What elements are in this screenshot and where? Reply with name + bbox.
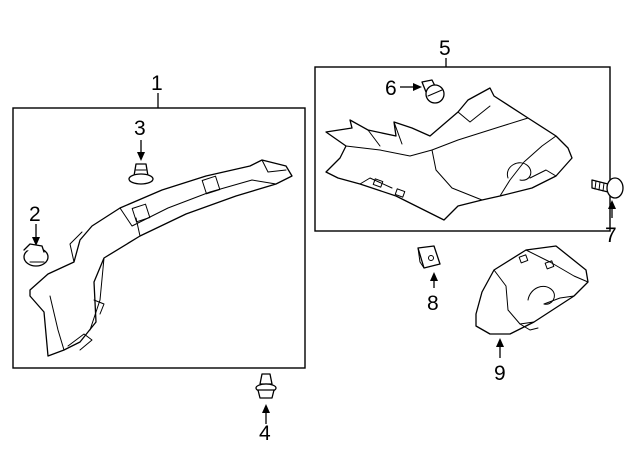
trim-panel-part-1[interactable] bbox=[29, 159, 293, 357]
callout-5[interactable]: 5 bbox=[439, 37, 451, 60]
trim-panel-part-5[interactable] bbox=[325, 87, 573, 221]
callout-3[interactable]: 3 bbox=[134, 117, 146, 140]
callout-6[interactable]: 6 bbox=[385, 77, 397, 100]
callout-7[interactable]: 7 bbox=[605, 224, 617, 247]
group-frame-1 bbox=[12, 93, 306, 369]
callout-2[interactable]: 2 bbox=[29, 203, 41, 226]
push-clip-part-2[interactable] bbox=[23, 224, 49, 267]
nut-clip-part-8[interactable] bbox=[417, 245, 441, 288]
bracket-part-9[interactable] bbox=[475, 245, 589, 358]
callout-4[interactable]: 4 bbox=[259, 422, 271, 445]
callout-9[interactable]: 9 bbox=[494, 362, 506, 385]
push-clip-part-6[interactable] bbox=[400, 79, 445, 104]
group-frame-5 bbox=[314, 58, 611, 232]
clip-part-3[interactable] bbox=[128, 140, 154, 185]
clip-part-4[interactable] bbox=[255, 373, 277, 424]
callout-1[interactable]: 1 bbox=[151, 72, 163, 95]
callout-8[interactable]: 8 bbox=[427, 292, 439, 315]
screw-part-7[interactable] bbox=[591, 177, 624, 218]
